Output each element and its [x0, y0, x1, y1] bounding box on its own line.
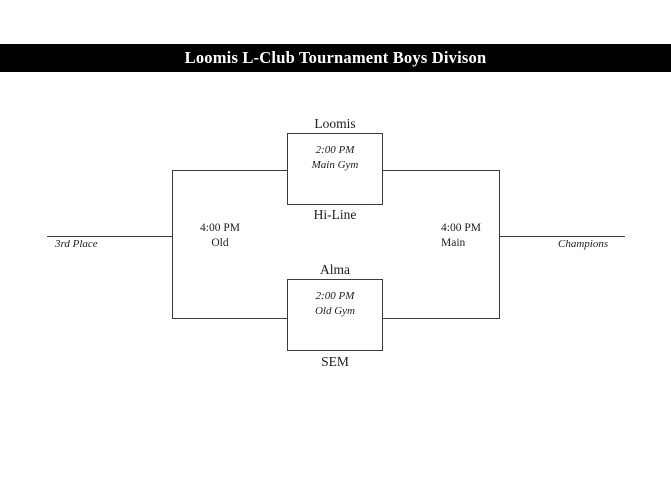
- semifinal-bottom-details: 2:00 PM Old Gym: [288, 289, 382, 319]
- right-bracket-vertical-connector: [499, 170, 500, 319]
- semifinal-bottom-venue: Old Gym: [314, 305, 356, 317]
- semifinal-bottom-lower-team: SEM: [321, 354, 349, 369]
- right-bracket-bottom-arm: [383, 318, 500, 319]
- left-bracket-vertical-connector: [172, 170, 173, 319]
- champions-line: [499, 236, 625, 237]
- left-bracket-top-arm: [172, 170, 288, 171]
- semifinal-top-upper-team: Loomis: [314, 116, 356, 131]
- right-bracket-top-arm: [383, 170, 500, 171]
- third-place-label: 3rd Place: [55, 238, 98, 250]
- consolation-venue: Old: [211, 237, 229, 249]
- champions-label: Champions: [558, 238, 609, 250]
- tournament-title-bar: Loomis L-Club Tournament Boys Divison: [0, 44, 671, 72]
- semifinal-top-venue: Main Gym: [311, 159, 359, 171]
- semifinal-top-details: 2:00 PM Main Gym: [288, 143, 382, 173]
- championship-time: 4:00 PM: [441, 222, 481, 234]
- semifinal-bottom-upper-team: Alma: [320, 262, 350, 277]
- consolation-time: 4:00 PM: [200, 222, 240, 234]
- championship-venue: Main: [441, 237, 466, 249]
- semifinal-bottom-box: 2:00 PM Old Gym: [287, 279, 383, 351]
- semifinal-top-lower-team: Hi-Line: [313, 207, 357, 222]
- third-place-line: [47, 236, 172, 237]
- semifinal-top-box: 2:00 PM Main Gym: [287, 133, 383, 205]
- left-bracket-bottom-arm: [172, 318, 288, 319]
- semifinal-top-time: 2:00 PM: [315, 144, 355, 156]
- semifinal-bottom-time: 2:00 PM: [315, 290, 355, 302]
- page-title: Loomis L-Club Tournament Boys Divison: [184, 47, 487, 67]
